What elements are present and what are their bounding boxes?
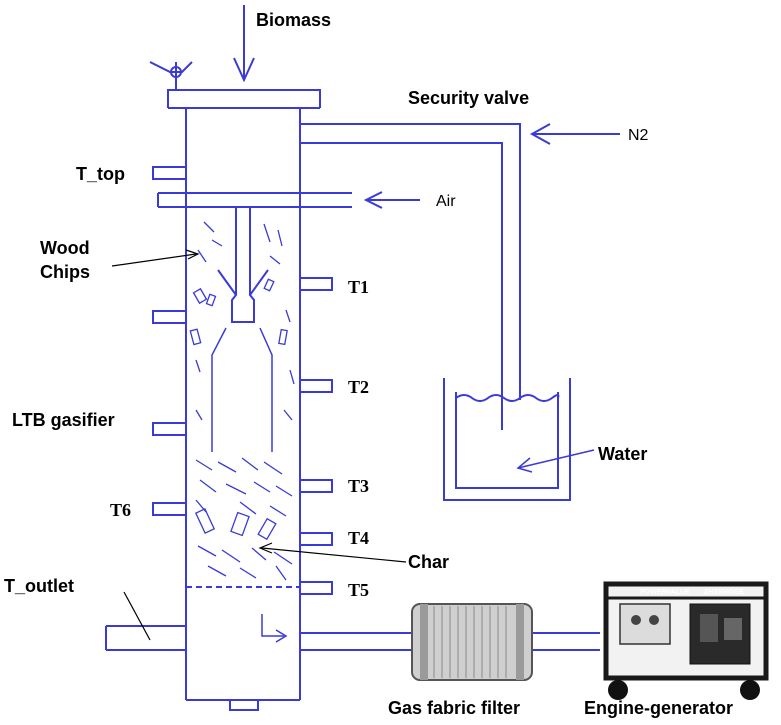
security-valve-pipe bbox=[300, 123, 521, 430]
label-security-valve: Security valve bbox=[408, 88, 529, 108]
label-gas-fabric-filter: Gas fabric filter bbox=[388, 698, 520, 718]
thermocouple-ports-left bbox=[152, 166, 187, 516]
gas-outlet-pipe bbox=[105, 625, 600, 651]
label-t5: T5 bbox=[348, 580, 369, 600]
leader-lines bbox=[111, 249, 407, 641]
label-t1: T1 bbox=[348, 277, 369, 297]
label-t3: T3 bbox=[348, 476, 369, 496]
lid-bolt-icon bbox=[149, 61, 193, 90]
label-t6: T6 bbox=[110, 500, 131, 520]
water-tank bbox=[443, 378, 571, 501]
air-arrow bbox=[363, 191, 420, 209]
water-arrow bbox=[516, 449, 595, 473]
char-bed bbox=[194, 457, 293, 581]
inner-draft-tube bbox=[211, 327, 273, 452]
label-t2: T2 bbox=[348, 377, 369, 397]
label-water: Water bbox=[598, 444, 647, 464]
label-ltb-gasifier: LTB gasifier bbox=[12, 410, 115, 430]
wood-chips bbox=[189, 221, 295, 421]
air-inlet-pipe bbox=[157, 192, 352, 323]
label-t4: T4 bbox=[348, 528, 369, 548]
biomass-arrow bbox=[233, 5, 255, 83]
label-wood-chips-line1: Wood bbox=[40, 238, 90, 258]
gas-fabric-filter-icon bbox=[411, 603, 533, 681]
label-wood-chips-line2: Chips bbox=[40, 262, 90, 282]
generator-model-text: ZH3500DGE bbox=[704, 589, 744, 596]
thermocouple-ports-right bbox=[299, 277, 333, 595]
generator-brand-text: POWERVALUE bbox=[640, 589, 690, 596]
n2-arrow bbox=[529, 123, 620, 145]
engine-generator-icon: POWERVALUE ZH3500DGE bbox=[603, 581, 769, 700]
label-engine-generator: Engine-generator bbox=[584, 698, 733, 718]
label-t-top: T_top bbox=[76, 164, 125, 184]
label-n2: N2 bbox=[628, 127, 649, 144]
flow-arrow bbox=[261, 614, 288, 643]
label-t-outlet: T_outlet bbox=[4, 576, 74, 596]
label-char: Char bbox=[408, 552, 449, 572]
gasifier-vessel bbox=[167, 89, 321, 711]
label-biomass: Biomass bbox=[256, 10, 331, 30]
label-air: Air bbox=[436, 193, 456, 210]
